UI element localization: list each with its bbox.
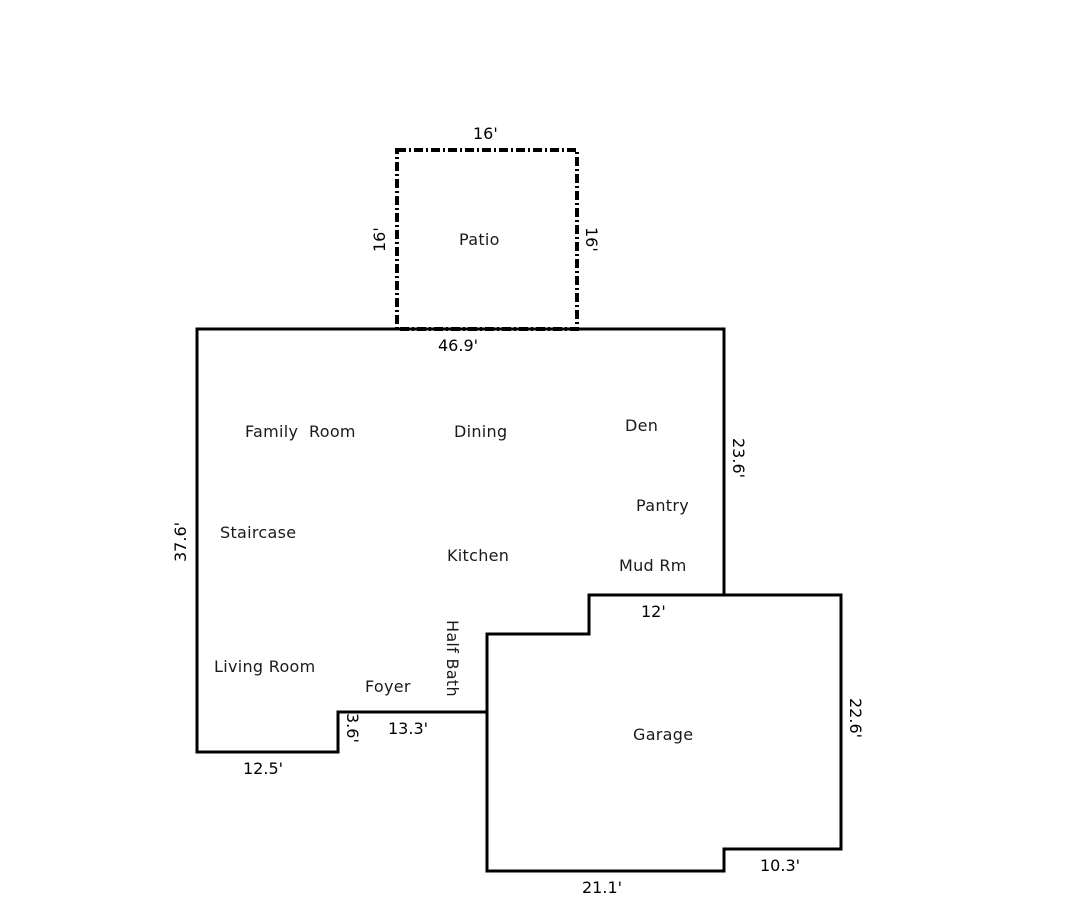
room-label-living-room: Living Room	[214, 657, 316, 676]
room-label-den: Den	[625, 416, 658, 435]
room-label-pantry: Pantry	[636, 496, 689, 515]
room-label-foyer: Foyer	[365, 677, 411, 696]
dimension-main-right: 23.6'	[729, 438, 748, 478]
dimension-patio-top: 16'	[473, 124, 498, 143]
dimension-living-bottom: 12.5'	[243, 759, 283, 778]
dimension-main-left: 37.6'	[171, 522, 190, 562]
dimension-patio-left: 16'	[370, 227, 389, 252]
dimension-main-top: 46.9'	[438, 336, 478, 355]
room-label-garage: Garage	[633, 725, 693, 744]
patio-outline	[395, 148, 579, 331]
dimension-garage-notch: 10.3'	[760, 856, 800, 875]
dimension-foyer-wall: 13.3'	[388, 719, 428, 738]
main-house-outline	[195, 327, 726, 754]
room-label-half-bath: Half Bath	[443, 620, 462, 697]
garage-outline	[485, 593, 843, 873]
dimension-garage-top: 12'	[641, 602, 666, 621]
room-label-mud-room: Mud Rm	[619, 556, 687, 575]
dimension-garage-bottom: 21.1'	[582, 878, 622, 897]
room-label-dining: Dining	[454, 422, 507, 441]
room-label-kitchen: Kitchen	[447, 546, 509, 565]
room-label-staircase: Staircase	[220, 523, 296, 542]
room-label-patio: Patio	[459, 230, 500, 249]
dimension-garage-right: 22.6'	[846, 698, 865, 738]
dimension-patio-right: 16'	[582, 227, 601, 252]
room-label-family-room: Family Room	[245, 422, 356, 441]
dimension-foyer-step: 3.6'	[343, 713, 362, 743]
